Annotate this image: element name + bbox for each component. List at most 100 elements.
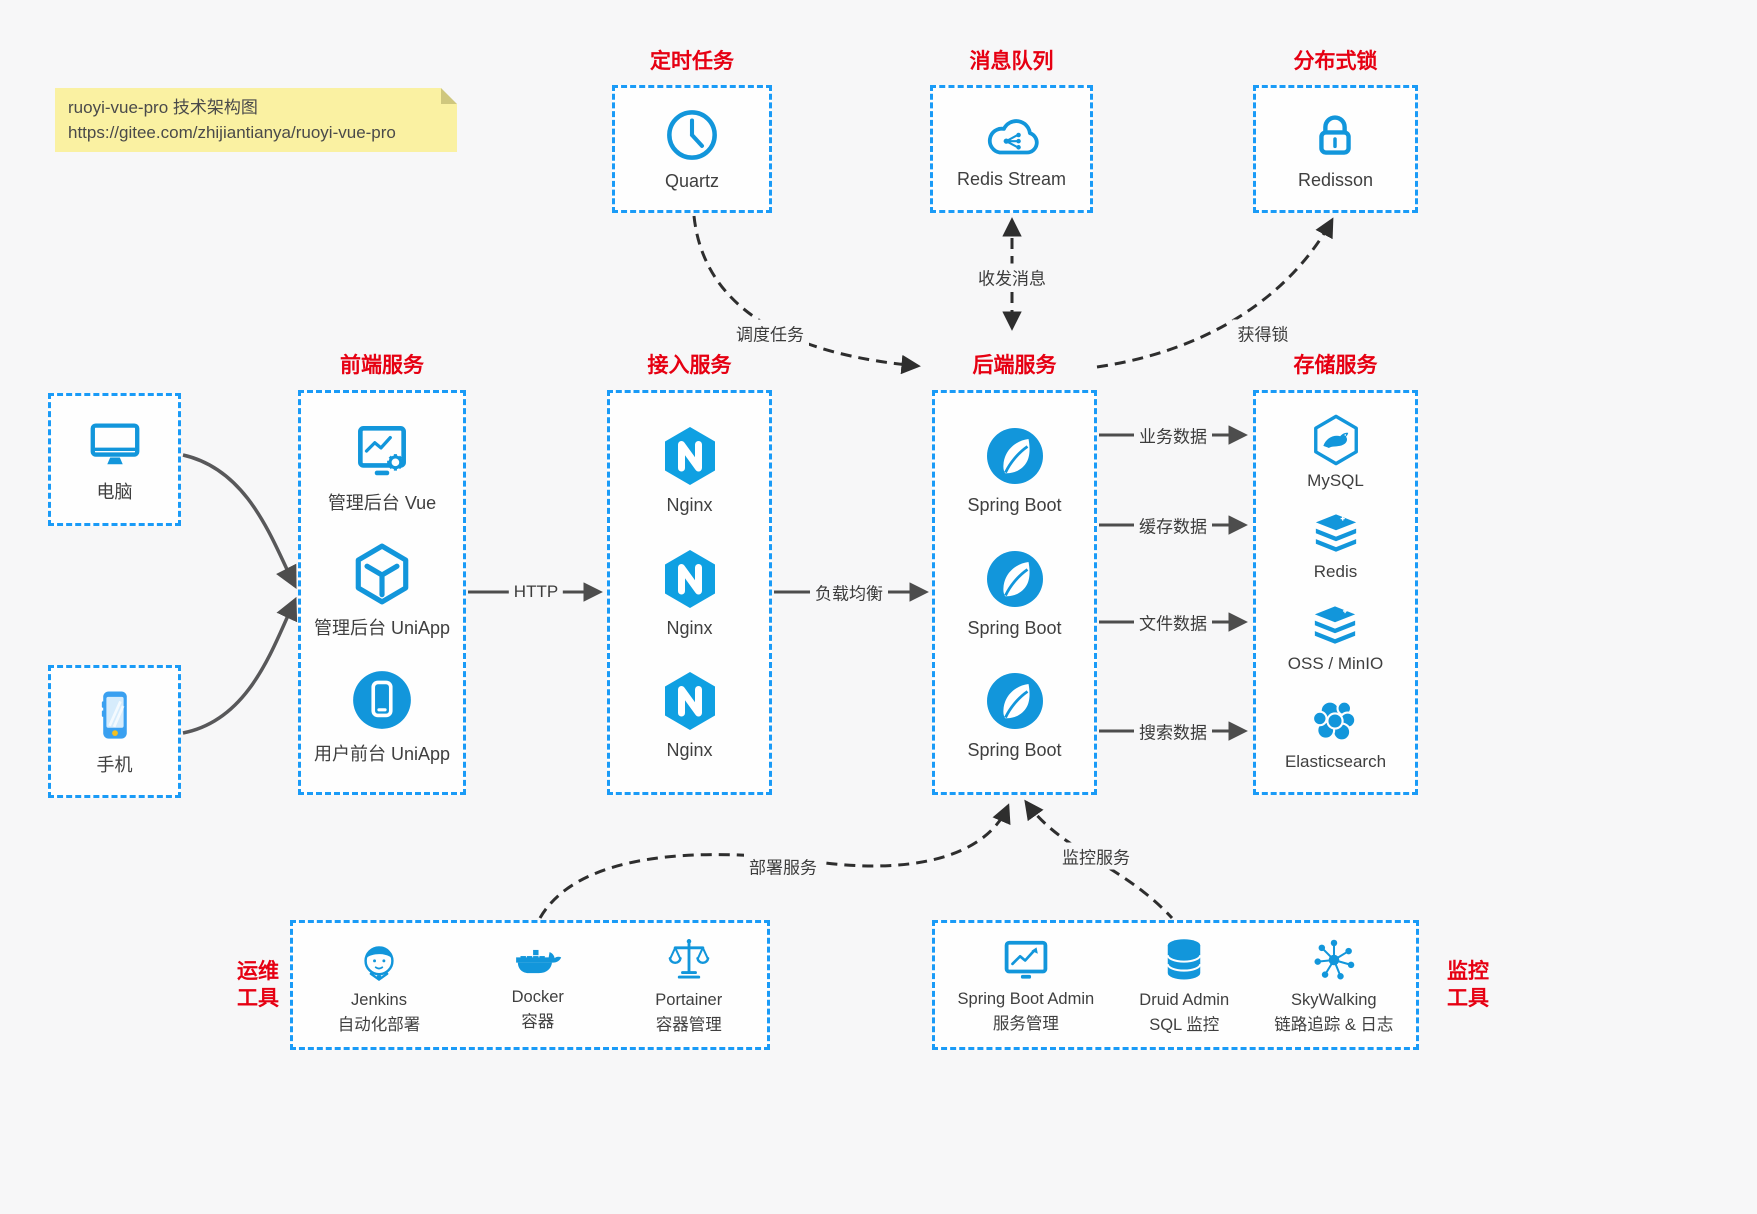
spring-icon bbox=[983, 424, 1047, 488]
backend-item-spring-2: Spring Boot bbox=[967, 547, 1062, 639]
edge-label-business-data: 业务数据 bbox=[1134, 421, 1212, 449]
node-sublabel: 容器管理 bbox=[655, 1016, 722, 1034]
database-icon bbox=[1158, 934, 1210, 986]
node-label: Spring Boot bbox=[967, 617, 1062, 638]
node-label: Spring Boot bbox=[967, 740, 1062, 761]
node-label: 手机 bbox=[96, 755, 133, 775]
backend-item-spring-1: Spring Boot bbox=[967, 424, 1062, 516]
group-backend: Spring Boot Spring Boot Spring Boot bbox=[932, 390, 1097, 795]
frontend-item-admin-uniapp: 管理后台 UniApp bbox=[314, 541, 450, 640]
monitoring-item-sba: Spring Boot Admin 服务管理 bbox=[957, 936, 1095, 1035]
elasticsearch-icon bbox=[1308, 694, 1362, 748]
sticky-note: ruoyi-vue-pro 技术架构图 https://gitee.com/zh… bbox=[55, 88, 457, 152]
sticky-note-fold-corner bbox=[441, 88, 457, 104]
skywalking-icon bbox=[1308, 934, 1360, 986]
clock-icon bbox=[663, 106, 721, 164]
group-title-gateway: 接入服务 bbox=[647, 354, 732, 377]
mysql-icon bbox=[1309, 413, 1363, 467]
group-storage: MySQL Redis OSS bbox=[1253, 390, 1418, 795]
node-sublabel: 服务管理 bbox=[992, 1014, 1059, 1033]
node-mobile: 手机 bbox=[48, 665, 181, 798]
admin-vue-icon bbox=[349, 420, 415, 482]
storage-item-oss: OSS / MinIO bbox=[1288, 603, 1383, 674]
node-label: Redis Stream bbox=[956, 168, 1067, 189]
node-label: SkyWalking bbox=[1291, 991, 1377, 1009]
edge-label-file-data: 文件数据 bbox=[1134, 608, 1212, 636]
group-title-backend: 后端服务 bbox=[972, 354, 1057, 377]
node-label: Nginx bbox=[666, 617, 713, 638]
ops-title-line1: 运维 bbox=[237, 960, 279, 983]
node-label: Redis bbox=[1313, 562, 1358, 582]
edge-label-message: 收发消息 bbox=[973, 263, 1051, 291]
edge-label-cache-data: 缓存数据 bbox=[1134, 511, 1212, 539]
node-label: Spring Boot Admin bbox=[957, 989, 1095, 1008]
oss-stack-icon bbox=[1308, 603, 1362, 650]
monitoring-title-line2: 工具 bbox=[1447, 987, 1489, 1010]
group-title-mq: 消息队列 bbox=[969, 50, 1054, 73]
node-redis-stream: Redis Stream bbox=[930, 85, 1093, 213]
node-label: 用户前台 UniApp bbox=[313, 743, 451, 764]
nginx-icon bbox=[658, 547, 722, 611]
phone-icon bbox=[86, 686, 144, 744]
ops-title-line2: 工具 bbox=[237, 987, 279, 1010]
node-label: Elasticsearch bbox=[1284, 751, 1387, 771]
frontend-item-admin-vue: 管理后台 Vue bbox=[328, 420, 436, 515]
edge-label-search-data: 搜索数据 bbox=[1134, 717, 1212, 745]
edge-label-schedule: 调度任务 bbox=[731, 319, 809, 347]
edge-acquire-lock bbox=[1096, 217, 1334, 369]
nginx-icon bbox=[658, 669, 722, 733]
node-sublabel: 链路追踪 & 日志 bbox=[1274, 1016, 1394, 1034]
storage-item-mysql: MySQL bbox=[1307, 413, 1364, 491]
node-pc: 电脑 bbox=[48, 393, 181, 526]
spring-icon bbox=[983, 547, 1047, 611]
nginx-icon bbox=[658, 424, 722, 488]
monitoring-item-druid: Druid Admin SQL 监控 bbox=[1139, 934, 1229, 1036]
node-label: Portainer bbox=[655, 991, 723, 1009]
node-redisson: Redisson bbox=[1253, 85, 1418, 213]
node-label: Quartz bbox=[664, 171, 720, 191]
jenkins-icon bbox=[353, 934, 405, 986]
node-label: OSS / MinIO bbox=[1287, 653, 1384, 673]
edge-label-http: HTTP bbox=[508, 581, 564, 603]
node-label: 管理后台 Vue bbox=[327, 492, 437, 513]
node-label: 管理后台 UniApp bbox=[313, 618, 451, 638]
node-sublabel: SQL 监控 bbox=[1149, 1016, 1220, 1034]
edge-label-deploy: 部署服务 bbox=[744, 852, 822, 880]
node-label: Spring Boot bbox=[967, 494, 1062, 515]
ops-item-jenkins: Jenkins 自动化部署 bbox=[337, 934, 421, 1036]
uniapp-cube-icon bbox=[349, 541, 415, 607]
user-app-icon bbox=[349, 667, 415, 733]
node-label: Druid Admin bbox=[1139, 991, 1230, 1009]
desktop-icon bbox=[84, 415, 146, 471]
gateway-item-nginx-1: Nginx bbox=[658, 424, 722, 516]
node-quartz: Quartz bbox=[612, 85, 772, 213]
edge-label-acquire-lock: 获得锁 bbox=[1232, 319, 1294, 347]
edge-mobile-frontend bbox=[182, 596, 298, 735]
monitor-chart-icon bbox=[999, 936, 1053, 985]
note-url: https://gitee.com/zhijiantianya/ruoyi-vu… bbox=[68, 123, 396, 142]
redis-stack-icon bbox=[1309, 511, 1363, 558]
backend-item-spring-3: Spring Boot bbox=[967, 669, 1062, 761]
note-title: ruoyi-vue-pro 技术架构图 bbox=[68, 98, 258, 117]
group-title-ops: 运维 工具 bbox=[228, 958, 288, 1012]
spring-icon bbox=[983, 669, 1047, 733]
group-ops: Jenkins 自动化部署 Docker 容器 bbox=[290, 920, 770, 1050]
node-label: Jenkins bbox=[351, 991, 407, 1009]
group-title-monitoring: 监控 工具 bbox=[1438, 958, 1498, 1012]
node-label: Docker bbox=[511, 988, 564, 1006]
group-title-storage: 存储服务 bbox=[1293, 354, 1378, 377]
edge-label-monitor: 监控服务 bbox=[1057, 842, 1135, 870]
node-sublabel: 自动化部署 bbox=[337, 1016, 421, 1034]
group-gateway: Nginx Nginx Nginx bbox=[607, 390, 772, 795]
gateway-item-nginx-2: Nginx bbox=[658, 547, 722, 639]
gateway-item-nginx-3: Nginx bbox=[658, 669, 722, 761]
node-label: Nginx bbox=[666, 740, 713, 761]
node-sublabel: 容器 bbox=[521, 1013, 555, 1031]
group-monitoring: Spring Boot Admin 服务管理 Druid Admin SQL 监… bbox=[932, 920, 1419, 1050]
portainer-icon bbox=[663, 934, 715, 986]
lock-icon bbox=[1307, 107, 1363, 163]
group-title-scheduler: 定时任务 bbox=[650, 50, 734, 73]
group-title-lock: 分布式锁 bbox=[1293, 50, 1378, 73]
docker-icon bbox=[510, 937, 566, 983]
